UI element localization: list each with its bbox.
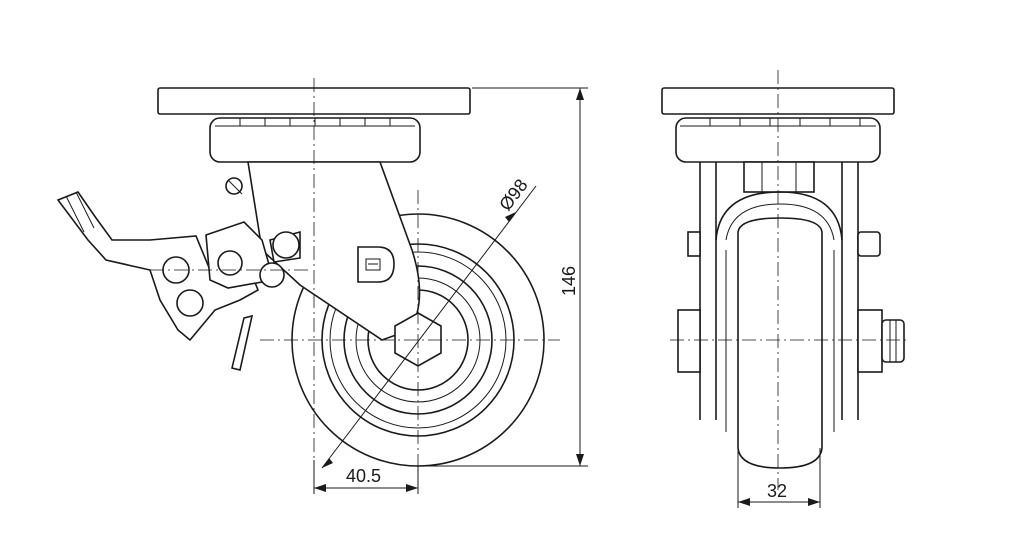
tread-width-label: 32 (767, 481, 787, 501)
offset-dimension (313, 460, 419, 494)
front-fork (699, 162, 859, 420)
side-view: Ø98 146 40.5 (56, 78, 588, 494)
front-kingpin-nut (743, 161, 815, 193)
height-dimension (420, 87, 588, 467)
side-brake (56, 177, 301, 371)
front-axle (677, 231, 905, 373)
front-wheel (725, 217, 835, 469)
front-view: 32 (661, 70, 910, 508)
diameter-label: Ø98 (495, 175, 531, 214)
logo-icon (357, 246, 395, 283)
height-label: 146 (559, 266, 579, 296)
tread-width-dimension (737, 448, 821, 508)
side-bearing (209, 117, 421, 163)
offset-label: 40.5 (346, 466, 381, 486)
diameter-dimension (321, 185, 537, 469)
